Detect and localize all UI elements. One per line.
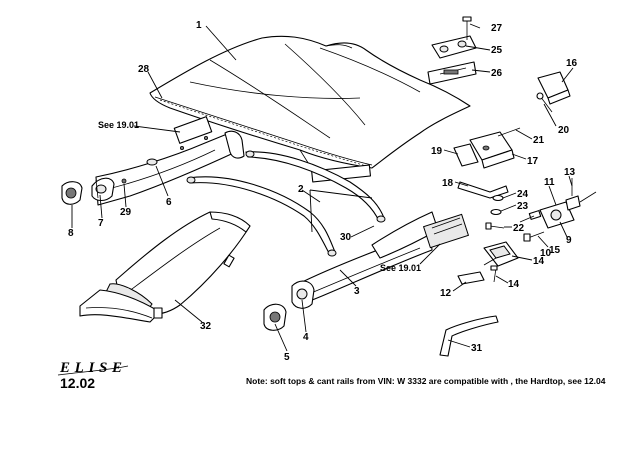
callout-27: 27 xyxy=(491,23,503,34)
callout-20: 20 xyxy=(558,125,570,136)
small-clip xyxy=(457,271,485,285)
callout-23: 23 xyxy=(517,201,529,212)
reference-left: See 19.01 xyxy=(98,120,139,130)
leader-lines xyxy=(71,23,574,352)
callout-14b: 14 xyxy=(508,279,520,290)
callout-15: 15 xyxy=(549,245,561,256)
locator-block xyxy=(453,127,521,169)
callout-3: 3 xyxy=(354,286,360,297)
callout-21: 21 xyxy=(533,135,545,146)
brand-logo: ELISE xyxy=(59,360,122,376)
callout-13: 13 xyxy=(564,167,576,178)
callout-29: 29 xyxy=(120,207,132,218)
callout-30: 30 xyxy=(340,232,352,243)
callout-18: 18 xyxy=(442,178,454,189)
seal-strip xyxy=(439,315,499,357)
seal-pad-right xyxy=(263,303,287,331)
callout-17: 17 xyxy=(527,156,539,167)
seal-pad-left xyxy=(61,181,83,205)
callout-32: 32 xyxy=(200,321,212,332)
latch-catch xyxy=(536,71,571,113)
callout-14a: 14 xyxy=(533,256,545,267)
callout-7: 7 xyxy=(98,218,104,229)
callout-9: 9 xyxy=(566,235,572,246)
hinge-bracket xyxy=(483,241,519,283)
rail-end-cap xyxy=(91,177,115,202)
callout-26: 26 xyxy=(491,68,503,79)
storage-bag xyxy=(79,211,251,323)
callout-6: 6 xyxy=(166,197,172,208)
callout-22: 22 xyxy=(513,223,525,234)
roof-panel xyxy=(149,35,471,183)
callout-1: 1 xyxy=(196,20,202,31)
footer: ELISE 12.02 Note: soft tops & cant rails… xyxy=(57,360,606,391)
side-latch xyxy=(519,178,597,229)
callout-31: 31 xyxy=(471,343,483,354)
callout-2: 2 xyxy=(298,184,304,195)
callout-24: 24 xyxy=(517,189,529,200)
callout-11: 11 xyxy=(544,177,555,188)
compatibility-note: Note: soft tops & cant rails from VIN: W… xyxy=(246,376,606,386)
callout-16: 16 xyxy=(566,58,578,69)
latch-bracket-upper xyxy=(431,16,477,59)
callout-12: 12 xyxy=(440,288,452,299)
callout-4: 4 xyxy=(303,332,309,343)
callout-labels: 1 28 2 3 4 5 6 7 8 29 30 32 27 25 26 16 … xyxy=(68,20,578,363)
callout-5: 5 xyxy=(284,352,290,363)
callout-28: 28 xyxy=(138,64,150,75)
rail-end-cap-right xyxy=(291,280,315,309)
callout-19: 19 xyxy=(431,146,443,157)
reference-right: See 19.01 xyxy=(380,263,421,273)
latch-plate xyxy=(427,61,477,85)
lever-arm xyxy=(457,181,509,199)
roof-bows xyxy=(186,150,386,257)
callout-8: 8 xyxy=(68,228,74,239)
page-number: 12.02 xyxy=(60,375,95,391)
left-cant-rail xyxy=(95,116,245,206)
right-cant-rail xyxy=(295,211,470,306)
screw-15 xyxy=(523,231,545,242)
callout-25: 25 xyxy=(491,45,503,56)
callout-10: 10 xyxy=(540,248,552,259)
washers xyxy=(485,194,505,230)
